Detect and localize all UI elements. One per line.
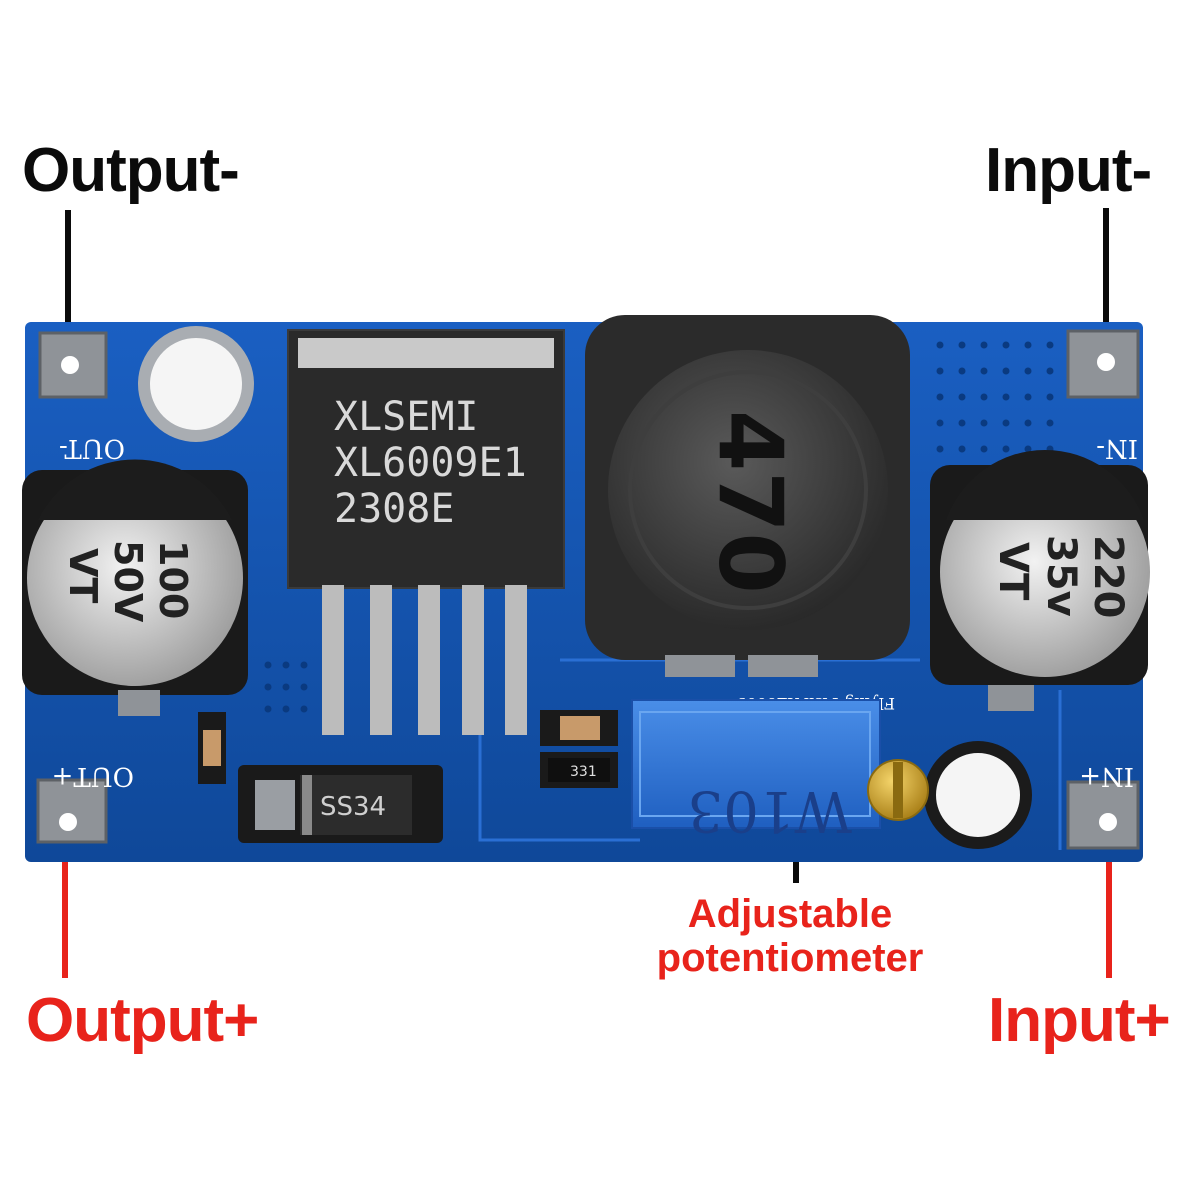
resistor-code: 331 [570,764,597,780]
silk-out-plus: OUT+ [52,761,134,791]
input-plus-label: Input+ [988,986,1171,1055]
via-dot [936,445,944,453]
mounting-hole-bottom-right [924,741,1032,849]
via-dot [1024,419,1032,427]
inductor-code: 470 [699,410,802,594]
via-dot [264,705,272,713]
via-dot [1002,445,1010,453]
mounting-hole-top-left [138,326,254,442]
smd-capacitor [198,712,226,784]
via-dot [1024,393,1032,401]
potentiometer: W103 [631,699,929,843]
cap-left-value: 100 [151,540,195,619]
inductor: 470 [585,315,910,677]
pad-in-minus [1066,329,1140,399]
xl6009-chip: XLSEMI XL6009E1 2308E [287,329,565,735]
via-dot [300,705,308,713]
via-dot [1024,367,1032,375]
via-dot [1046,367,1054,375]
pot-code: W103 [688,778,852,843]
chip-line2: XL6009E1 [334,440,527,486]
input-minus-label: Input- [985,136,1152,205]
via-dot [1024,445,1032,453]
via-dot [958,419,966,427]
chip-line1: XLSEMI [334,394,479,440]
smd-resistor: 331 [540,710,618,788]
capacitor-right: 220 35v VT [930,449,1150,685]
ss34-diode: SS34 [238,765,443,843]
pad-out-minus [38,331,108,399]
potentiometer-label-line2: potentiometer [656,936,924,980]
via-dot [980,367,988,375]
via-dot [936,419,944,427]
via-dot [282,683,290,691]
diode-label: SS34 [320,792,386,822]
via-dot [1002,393,1010,401]
output-plus-leader-line [62,830,68,978]
via-dot [1046,393,1054,401]
via-dot [1002,419,1010,427]
via-dot [980,419,988,427]
via-dot [980,341,988,349]
input-minus-leader-line [1103,208,1109,350]
cap-right-voltage: 35v [1038,535,1084,617]
via-dot [936,341,944,349]
cap-right-series: VT [990,542,1036,601]
pad-out-plus [36,778,108,844]
chip-line3: 2308E [334,486,454,532]
via-dot [300,661,308,669]
via-dot [936,367,944,375]
via-dot [958,367,966,375]
cap-left-series: VT [61,548,105,603]
silk-in-minus: IN- [1096,433,1138,463]
pad-in-plus [1066,780,1140,850]
via-dot [936,393,944,401]
via-dot [264,661,272,669]
output-plus-label: Output+ [26,986,259,1055]
via-dot [282,661,290,669]
silk-out-minus: OUT- [59,433,125,463]
output-minus-label: Output- [22,136,240,205]
output-minus-leader-line [65,210,71,350]
via-dot [958,341,966,349]
capacitor-left: 100 50V VT [22,459,248,695]
input-plus-leader-line [1106,830,1112,978]
via-dot [1002,367,1010,375]
via-dot [1002,341,1010,349]
silk-in-plus: IN+ [1079,761,1134,791]
via-dot [980,445,988,453]
via-dot [1024,341,1032,349]
potentiometer-label: Adjustable potentiometer [630,892,950,980]
via-dot [1046,419,1054,427]
cap-left-voltage: 50V [106,540,150,623]
potentiometer-label-line1: Adjustable [687,892,893,936]
via-dot [958,393,966,401]
chip-leads [322,585,527,735]
via-dot [282,705,290,713]
via-dot [300,683,308,691]
via-dot [958,445,966,453]
via-dot [264,683,272,691]
via-dot [980,393,988,401]
cap-right-value: 220 [1085,535,1131,619]
via-dot [1046,341,1054,349]
